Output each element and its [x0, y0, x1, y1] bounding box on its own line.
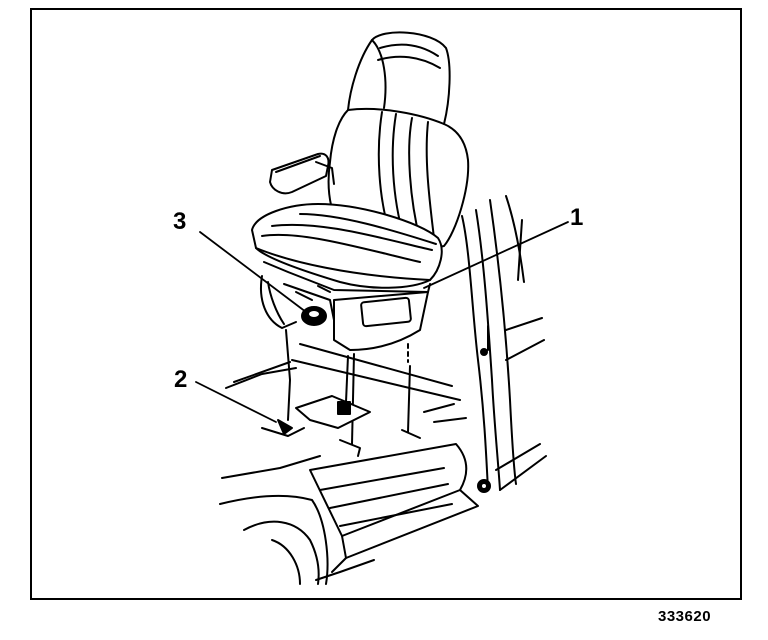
door-pillar [461, 195, 547, 493]
illustration-frame [30, 8, 742, 600]
callout-1: 1 [570, 204, 584, 231]
leader-line-1 [423, 221, 569, 289]
figure-number: 333620 [658, 608, 712, 625]
seat-armrest [269, 152, 335, 195]
callout-2: 2 [174, 366, 188, 393]
step-well [219, 443, 479, 585]
leader-lines [195, 221, 569, 423]
seat-base-riser [260, 261, 431, 351]
leader-line-3 [199, 231, 307, 313]
seat-backrest [327, 31, 470, 250]
floor-pan [225, 329, 467, 457]
seat-cushion [251, 203, 443, 289]
callout-3: 3 [173, 208, 187, 235]
leader-line-2 [195, 381, 277, 423]
